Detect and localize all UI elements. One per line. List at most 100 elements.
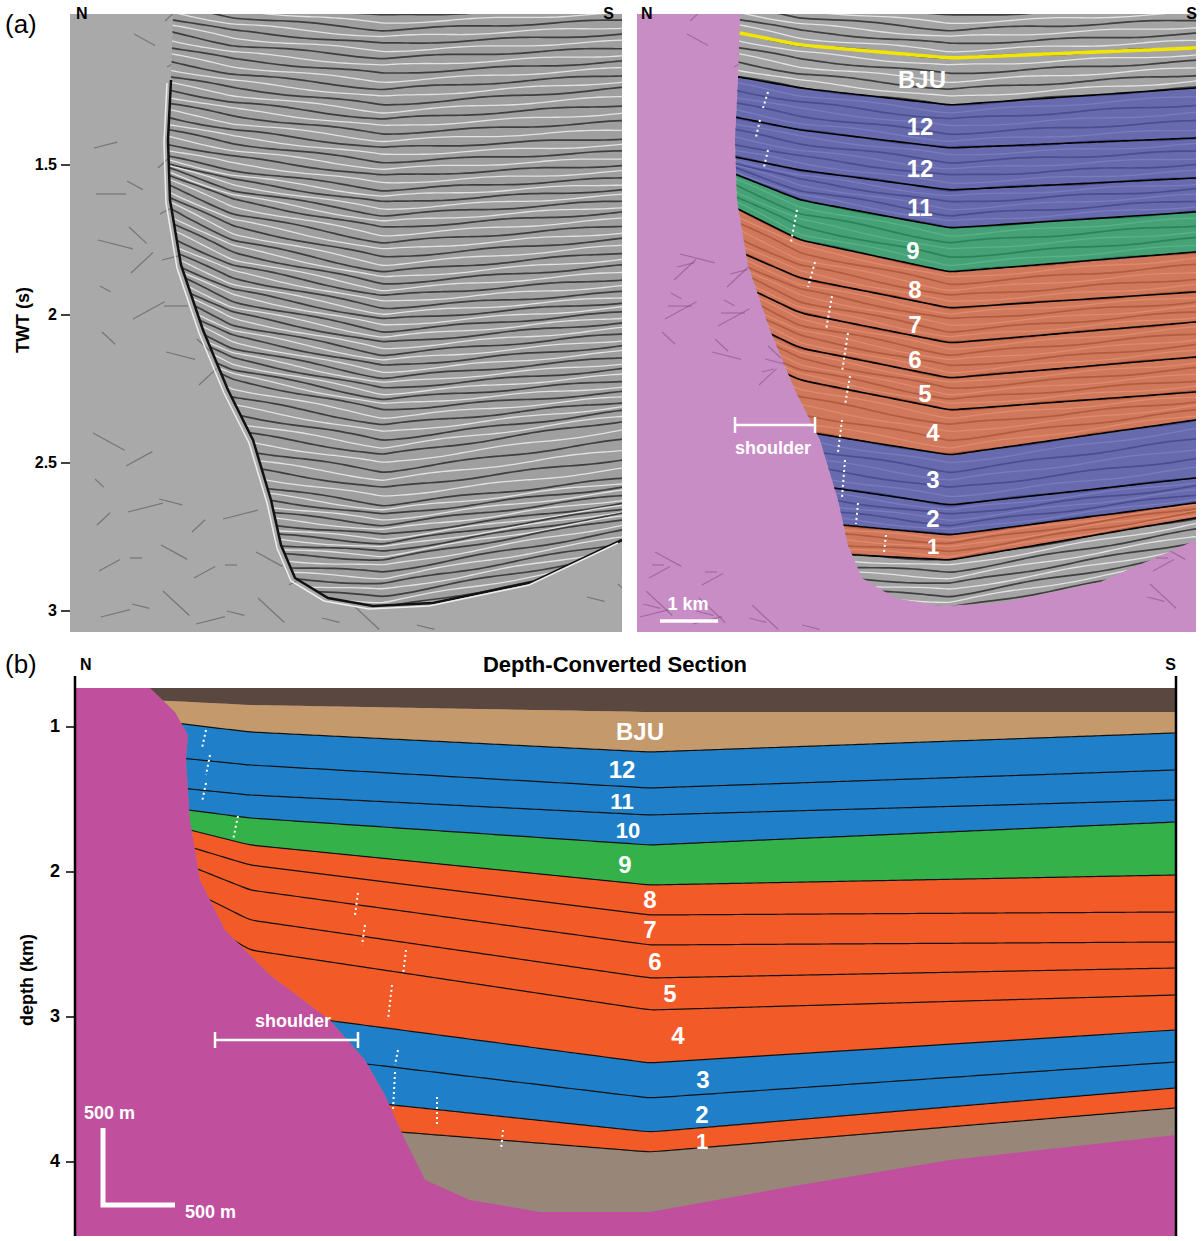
scale-label: 500 m: [84, 1104, 135, 1124]
horizon-line: [75, 711, 1176, 752]
dotted-marker: [355, 893, 358, 915]
strata-band: [75, 905, 1176, 1132]
horizon-line: [637, 135, 1196, 228]
seismic-reflector: [70, 349, 622, 440]
salt-texture: [749, 618, 766, 622]
axis-tick: [66, 1161, 75, 1163]
seismic-reflector: [70, 35, 622, 82]
dotted-marker: [393, 1072, 395, 1110]
seismic-reflector: [70, 138, 622, 196]
seismic-reflector: [70, 44, 622, 89]
axis-tick: [66, 726, 75, 728]
dotted-marker: [842, 460, 845, 497]
seismic-reflector: [637, 0, 1196, 23]
compass-label: S: [1186, 5, 1197, 23]
seismic-reflector: [70, 562, 622, 603]
salt-texture: [127, 181, 143, 190]
salt-texture: [163, 591, 189, 616]
seismic-reflector: [70, 92, 622, 142]
salt-texture: [227, 611, 244, 615]
unit-number: 12: [907, 114, 934, 140]
seismic-reflector: [70, 339, 622, 431]
seismic-reflector: [70, 5, 622, 52]
salt-texture: [102, 332, 115, 344]
tick-label: 3: [48, 602, 57, 620]
horizon-line: [75, 945, 1176, 1098]
seismic-reflector: [70, 544, 622, 583]
seismic-reflector: [70, 468, 622, 526]
salt-texture: [159, 499, 182, 505]
salt-texture: [721, 312, 745, 313]
strata-band: [637, 135, 1196, 228]
unit-number: 11: [907, 195, 932, 221]
salt-texture: [96, 193, 126, 194]
salt-texture: [225, 564, 237, 565]
strata-band: [637, 372, 1196, 505]
horizon-line: [637, 518, 1196, 560]
salt-texture: [668, 305, 692, 306]
seismic-reflector: [70, 578, 622, 620]
seismic-reflector: [70, 457, 622, 520]
salt-texture: [126, 452, 152, 466]
dotted-marker: [764, 150, 768, 167]
salt-texture: [649, 566, 670, 578]
seismic-reflector: [70, 281, 622, 388]
unit-number: 4: [671, 1023, 684, 1049]
shoulder-label: shoulder: [735, 439, 811, 459]
seismic-reflector: [70, 448, 622, 513]
salt-texture: [166, 352, 195, 359]
salt-texture: [671, 293, 682, 299]
seismic-reflector: [70, 288, 622, 395]
dotted-marker: [395, 1050, 398, 1065]
seismic-reflector: [70, 136, 622, 201]
axis-tick: [66, 871, 75, 873]
tick-label: 1.5: [35, 156, 57, 174]
unit-number: 5: [918, 381, 931, 407]
shoulder-bracket: [214, 1032, 217, 1048]
salt-body: [75, 688, 1176, 1236]
seismic-reflector: [70, 130, 622, 183]
seismic-reflector: [70, 147, 622, 249]
seismic-ground: [70, 14, 622, 632]
dotted-marker: [842, 333, 848, 372]
seismic-reflector: [637, 578, 1196, 621]
horizon-line: [75, 833, 1176, 978]
seismic-reflector: [70, 306, 622, 410]
seismic-reflector: [70, 592, 622, 631]
unit-number: 1: [927, 535, 939, 559]
scale-bar: [103, 1128, 175, 1205]
seismic-reflector: [70, 270, 622, 378]
dotted-marker: [403, 950, 406, 975]
seismic-reflector: [70, 136, 622, 221]
unit-number: 10: [616, 819, 640, 843]
frame-line: [1175, 676, 1178, 1236]
shoulder-bracket: [215, 1039, 358, 1042]
salt-texture: [640, 610, 669, 617]
seismic-reflector: [70, 13, 622, 58]
salt-texture: [100, 286, 111, 292]
unit-label: BJU: [898, 67, 946, 93]
tick-label: 1: [50, 717, 60, 737]
seismic-reflector: [637, 0, 1196, 15]
strata-band: [637, 208, 1196, 343]
axis-title: TWT (s): [14, 287, 34, 353]
salt-texture: [131, 253, 153, 273]
salt-texture: [134, 34, 155, 46]
seismic-reflector: [70, 429, 622, 506]
seismic-reflector: [637, 553, 1196, 596]
horizon-line: [637, 208, 1196, 308]
seismic-reflector: [70, 98, 622, 147]
salt-texture: [128, 503, 163, 512]
unit-number: 2: [695, 1102, 708, 1128]
compass-label: S: [603, 5, 614, 23]
horizon-line: [637, 137, 1196, 189]
salt-texture: [715, 339, 728, 351]
salt-texture: [196, 617, 225, 624]
dotted-marker: [808, 262, 815, 287]
axis-tick: [66, 1016, 75, 1018]
salt-texture: [1156, 557, 1168, 558]
dotted-marker: [206, 755, 210, 775]
compass-label: N: [76, 5, 88, 23]
salt-texture: [99, 559, 120, 571]
salt-texture: [417, 625, 434, 629]
